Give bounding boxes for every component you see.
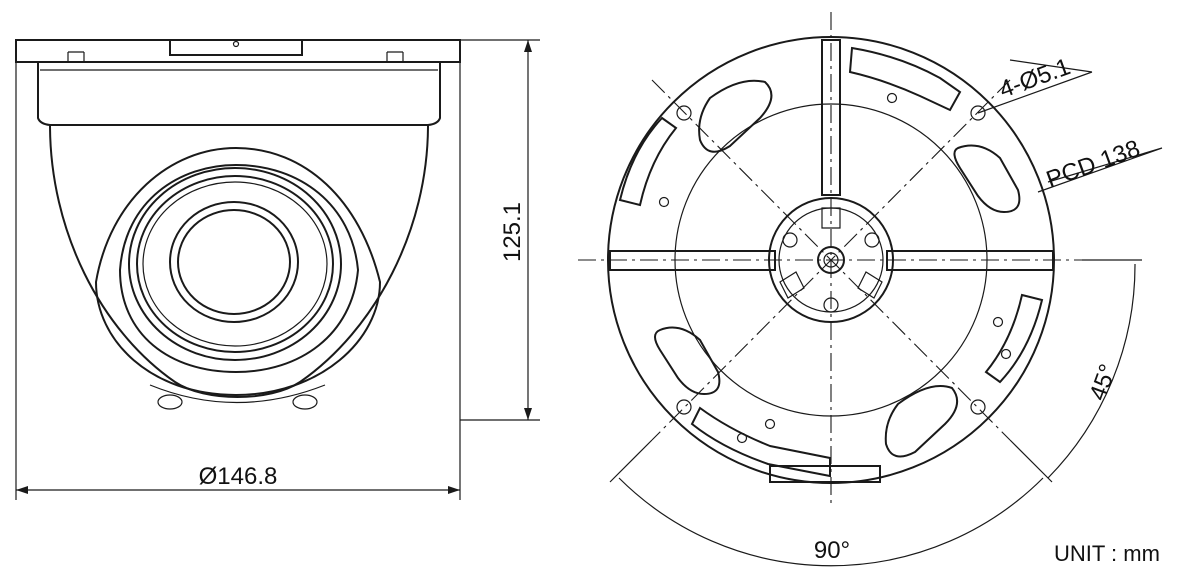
hub-center-hole [823,252,839,268]
base-view: 4-Ø5.1 PCD 138 90° 45° [578,12,1163,567]
hub-key-right [857,271,883,299]
slot-nw [698,79,773,153]
clip-bottom-tab [769,465,881,483]
rib-left [609,250,776,271]
angle-45-label: 45° [1084,361,1122,404]
diameter-label: Ø146.8 [199,463,278,490]
unit-label: UNIT : mm [1054,541,1160,566]
clip-arc-top [848,46,962,112]
hub-key-top [821,207,841,229]
hub-hole-3 [823,297,839,313]
angle-90-label: 90° [814,537,850,564]
angle-90-extensions [609,439,1053,483]
hub-center [817,246,845,274]
lens-bezel-inner [136,175,334,353]
rib-right [886,250,1054,271]
slot-se [884,385,959,458]
mount-hole-ne [970,105,986,121]
mount-hole-sw [676,399,692,415]
dome-shell [49,124,429,398]
slot-ne [953,144,1021,214]
pcd-label: PCD 138 [1043,135,1144,194]
diameter-extension-lines [15,62,461,500]
clip-arc-bottom [690,406,831,478]
small-hole-4 [764,418,776,430]
centerline-diagonal-2 [651,79,1011,441]
mount-hole-se [970,399,986,415]
hub-outer [768,197,894,323]
slot-sw [654,326,721,396]
clip-arc-left [618,116,678,207]
small-hole-2 [658,196,670,208]
clip-left [66,51,100,63]
pcd-leader [1037,147,1163,193]
lens-inner [177,209,291,315]
hub-hole-1 [782,232,798,248]
lens-outer [169,201,299,323]
small-hole-6 [1000,348,1012,360]
eyeball-lower-edge [149,384,326,404]
height-label: 125.1 [499,202,526,262]
ir-led-right [292,394,318,410]
hub-key-left [779,271,805,299]
collar [37,62,441,126]
holes-label: 4-Ø5.1 [996,53,1074,103]
holes-leader [977,59,1093,114]
small-hole-1 [886,92,898,104]
tab-hole [232,40,240,48]
small-hole-5 [736,432,748,444]
clip-arc-right [984,293,1044,384]
rib-top [821,39,841,196]
mount-top-tab [169,40,303,56]
eyeball-outer [94,146,382,397]
mount-hole-nw [676,105,692,121]
ir-led-left [157,394,183,410]
angle-90-arc [618,477,1044,567]
small-hole-3 [992,316,1004,328]
lens-bezel-edge [142,181,328,347]
clip-right [386,51,404,62]
lens-bezel [128,167,342,361]
hub-hole-2 [864,232,880,248]
height-extension-lines [460,39,540,421]
pcd-circle [674,103,988,417]
angle-45-arc [1047,263,1136,479]
side-view: 125.1 Ø146.8 [15,39,540,500]
eyeball-ring [118,163,360,374]
